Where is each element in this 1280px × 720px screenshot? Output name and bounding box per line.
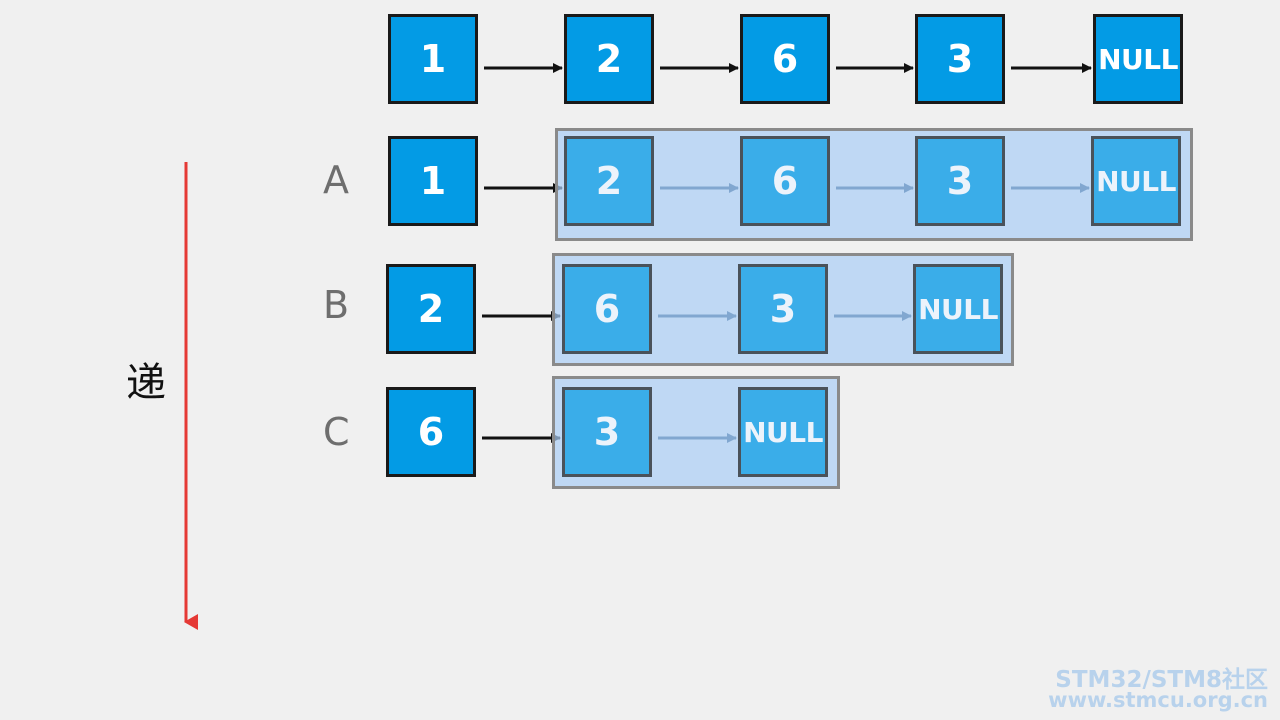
list-node: 6 [740, 136, 830, 226]
row-label-c: C [323, 410, 350, 454]
watermark-line1: STM32/STM8社区 [1055, 667, 1268, 693]
row-label-b: B [323, 283, 350, 327]
list-node: 6 [386, 387, 476, 477]
recursion-label: 递 [126, 360, 166, 406]
null-node: NULL [913, 264, 1003, 354]
list-node: 2 [564, 14, 654, 104]
list-node: 3 [562, 387, 652, 477]
null-node: NULL [738, 387, 828, 477]
list-node: 1 [388, 14, 478, 104]
list-node: 3 [738, 264, 828, 354]
list-node: 1 [388, 136, 478, 226]
null-node: NULL [1093, 14, 1183, 104]
list-node: 3 [915, 14, 1005, 104]
watermark-line2: www.stmcu.org.cn [1048, 688, 1268, 712]
list-node: 2 [564, 136, 654, 226]
list-node: 2 [386, 264, 476, 354]
list-node: 6 [740, 14, 830, 104]
null-node: NULL [1091, 136, 1181, 226]
row-label-a: A [323, 158, 349, 202]
list-node: 3 [915, 136, 1005, 226]
list-node: 6 [562, 264, 652, 354]
sublist-overlay-a [555, 128, 1193, 241]
